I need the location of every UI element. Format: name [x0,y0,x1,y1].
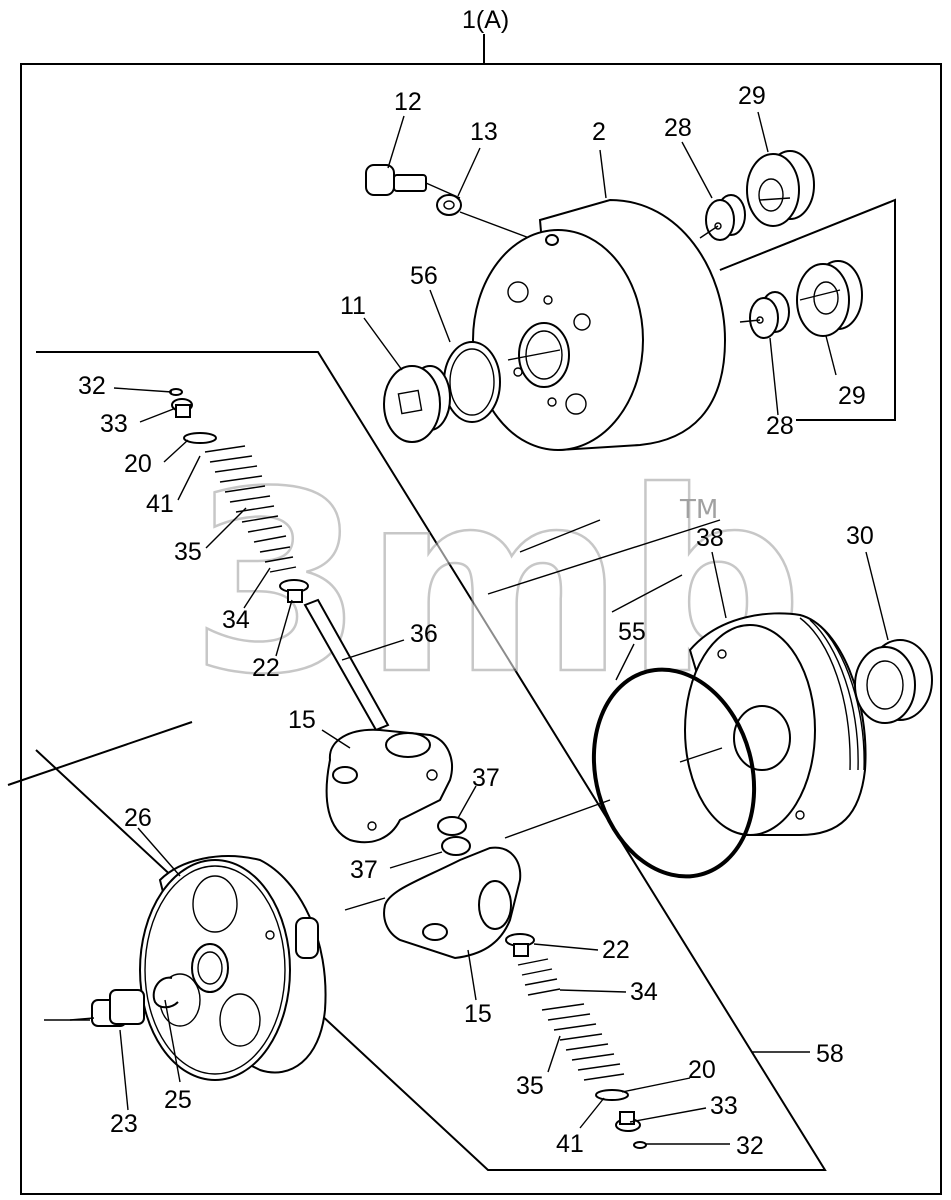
callout-37: 37 [472,764,500,792]
part-28-upper [699,194,746,241]
callout-33: 33 [710,1092,738,1120]
axis-lines [44,519,723,1021]
callout-41: 41 [556,1130,584,1158]
callout-34: 34 [222,606,250,634]
part-15-lower [383,846,522,960]
lower-valve-stack [505,933,647,1149]
callout-13: 13 [470,118,498,146]
callout-32: 32 [78,372,106,400]
callout-22: 22 [602,936,630,964]
assembly-label: 1(A) [462,6,509,34]
callout-20: 20 [688,1056,716,1084]
upper-valve-stack [169,388,390,732]
part-2-pump-body [472,198,727,452]
part-56-o-ring [443,341,501,423]
part-28-lower [739,291,790,339]
callout-38: 38 [696,524,724,552]
callout-25: 25 [164,1086,192,1114]
callout-34: 34 [630,978,658,1006]
callout-29: 29 [738,82,766,110]
assembly-frame: 1(A) [7,6,942,1195]
callout-30: 30 [846,522,874,550]
callout-22: 22 [252,654,280,682]
part-26-plate [139,855,327,1081]
callout-11: 11 [340,292,366,320]
callout-12: 12 [394,88,422,116]
callout-2: 2 [592,118,606,146]
callout-56: 56 [410,262,438,290]
callout-23: 23 [110,1110,138,1138]
leader-lines [113,111,889,1145]
svg-text:TM: TM [679,495,718,525]
callout-33: 33 [100,410,128,438]
callout-20: 20 [124,450,152,478]
part-38-cover [684,612,867,836]
callouts: 12 13 2 28 29 56 11 29 28 32 33 20 41 35… [78,82,874,1160]
callout-26: 26 [124,804,152,832]
part-15-upper [325,728,453,844]
part-23-fitting [69,989,145,1027]
part-25-ring [152,976,179,1009]
callout-35: 35 [516,1072,544,1100]
callout-28: 28 [664,114,692,142]
part-30-seal [854,639,933,724]
part-12-bolt [365,164,461,199]
callout-36: 36 [410,620,438,648]
callout-15: 15 [288,706,316,734]
callout-28: 28 [766,412,794,440]
callout-15: 15 [464,1000,492,1028]
part-29-lower [796,260,863,337]
callout-37: 37 [350,856,378,884]
callout-55: 55 [618,618,646,646]
part-55-o-ring [591,667,757,879]
part-11-plug [383,365,451,443]
callout-29: 29 [838,382,866,410]
callout-41: 41 [146,490,174,518]
part-37-seals [437,816,471,856]
callout-58: 58 [816,1040,844,1068]
callout-35: 35 [174,538,202,566]
part-29-upper [746,150,815,227]
callout-32: 32 [736,1132,764,1160]
